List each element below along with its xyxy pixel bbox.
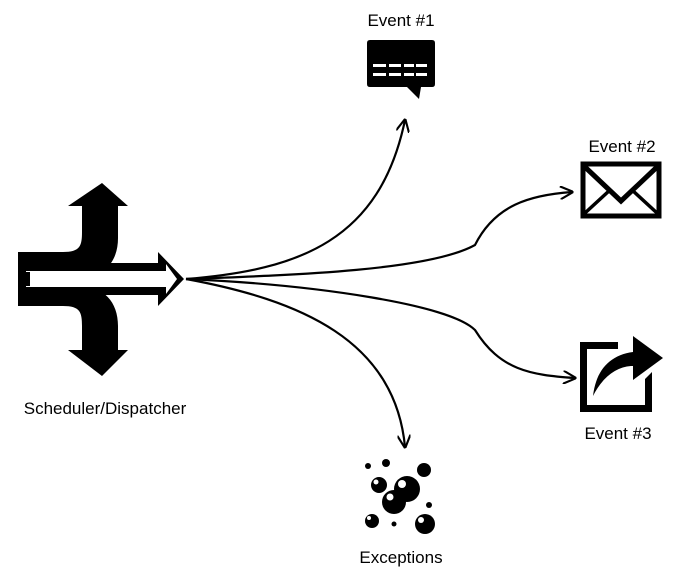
connector-event-2 bbox=[185, 192, 572, 281]
source-label: Scheduler/Dispatcher bbox=[24, 399, 187, 418]
exceptions-label: Exceptions bbox=[359, 548, 442, 567]
split-arrows-icon bbox=[18, 183, 184, 376]
envelope-icon bbox=[580, 161, 662, 219]
bubbles-icon bbox=[365, 459, 435, 534]
event-1-label: Event #1 bbox=[367, 11, 434, 30]
event-3-label: Event #3 bbox=[584, 424, 651, 443]
message-bubble-icon bbox=[367, 40, 435, 99]
connectors bbox=[185, 120, 575, 447]
connector-exceptions bbox=[185, 277, 405, 447]
event-2-label: Event #2 bbox=[588, 137, 655, 156]
connector-event-3 bbox=[185, 277, 575, 378]
share-out-icon bbox=[580, 336, 663, 412]
connector-event-1 bbox=[185, 120, 405, 281]
